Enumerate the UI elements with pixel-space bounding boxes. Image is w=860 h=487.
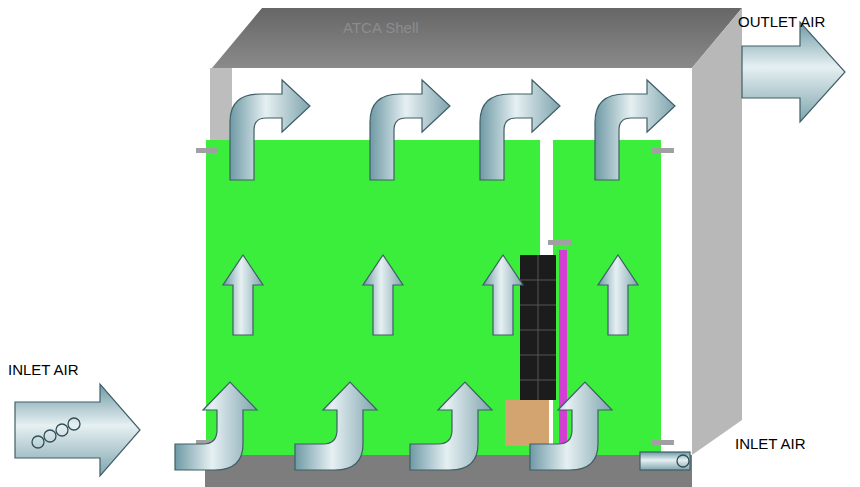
shell-label: ATCA Shell <box>343 20 419 37</box>
inlet-label: INLET AIR <box>8 362 79 379</box>
inlet-label: INLET AIR <box>735 436 806 453</box>
outlet-label: OUTLET AIR <box>738 14 825 31</box>
